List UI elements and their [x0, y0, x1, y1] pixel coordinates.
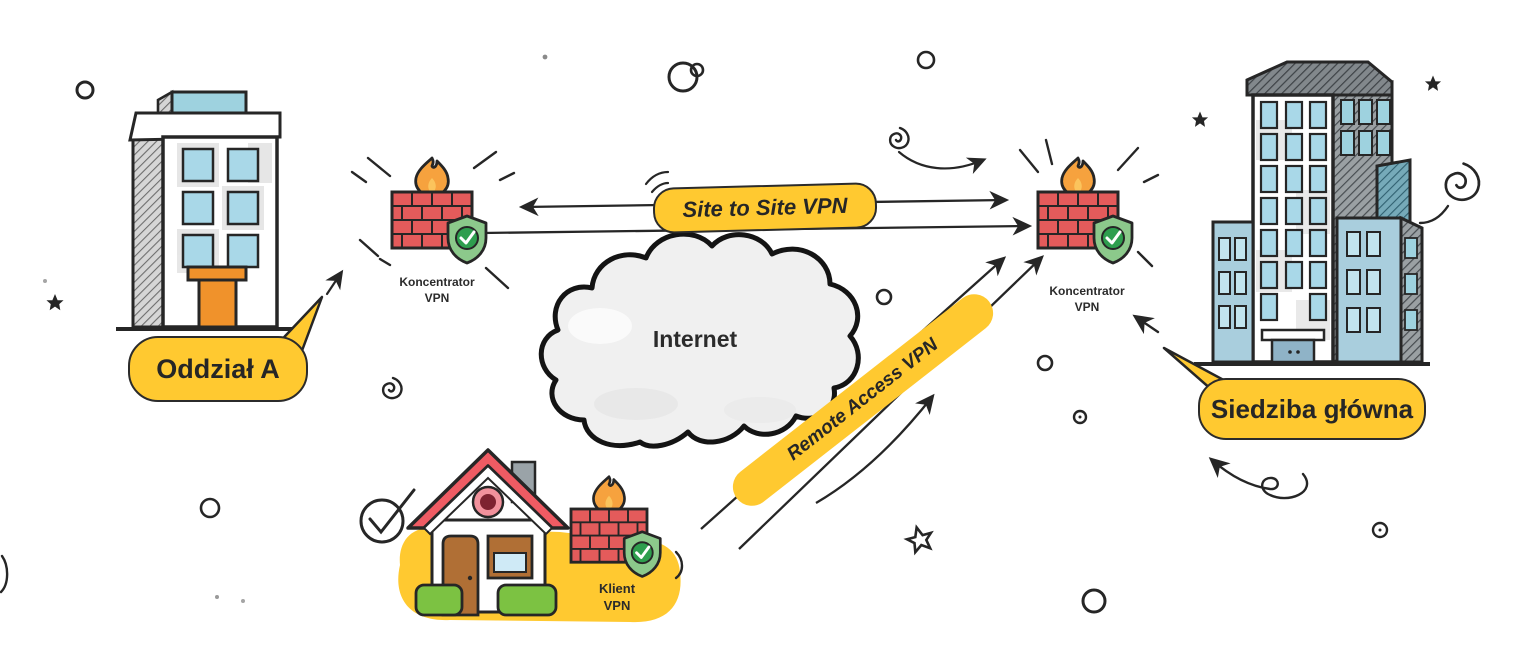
- doodles: [0, 50, 1481, 614]
- internet-cloud-icon: [538, 231, 861, 449]
- home-office: [398, 448, 681, 623]
- branch-concentrator-label: Koncentrator VPN: [399, 275, 475, 305]
- firewall-icon-branch: [390, 156, 488, 265]
- house-icon: [406, 448, 570, 617]
- branch-label: Oddział A: [156, 353, 280, 384]
- speech-bubble-headquarters: Siedziba główna: [1198, 378, 1426, 440]
- hq-concentrator-label: Koncentrator VPN: [1049, 284, 1125, 314]
- hq-label: Siedziba główna: [1210, 393, 1414, 424]
- hq-building: [1194, 60, 1430, 366]
- speech-bubble-branch: Oddział A: [128, 336, 308, 402]
- sparkle-lines: [350, 138, 1160, 335]
- site-to-site-vpn-label: Site to Site VPN: [652, 182, 878, 234]
- firewall-icon-hq: [1036, 156, 1134, 265]
- internet-label: Internet: [652, 326, 738, 352]
- branch-building: [116, 89, 298, 331]
- home-client-label: Klient VPN: [598, 581, 636, 613]
- firewall-icon-home: [569, 475, 662, 578]
